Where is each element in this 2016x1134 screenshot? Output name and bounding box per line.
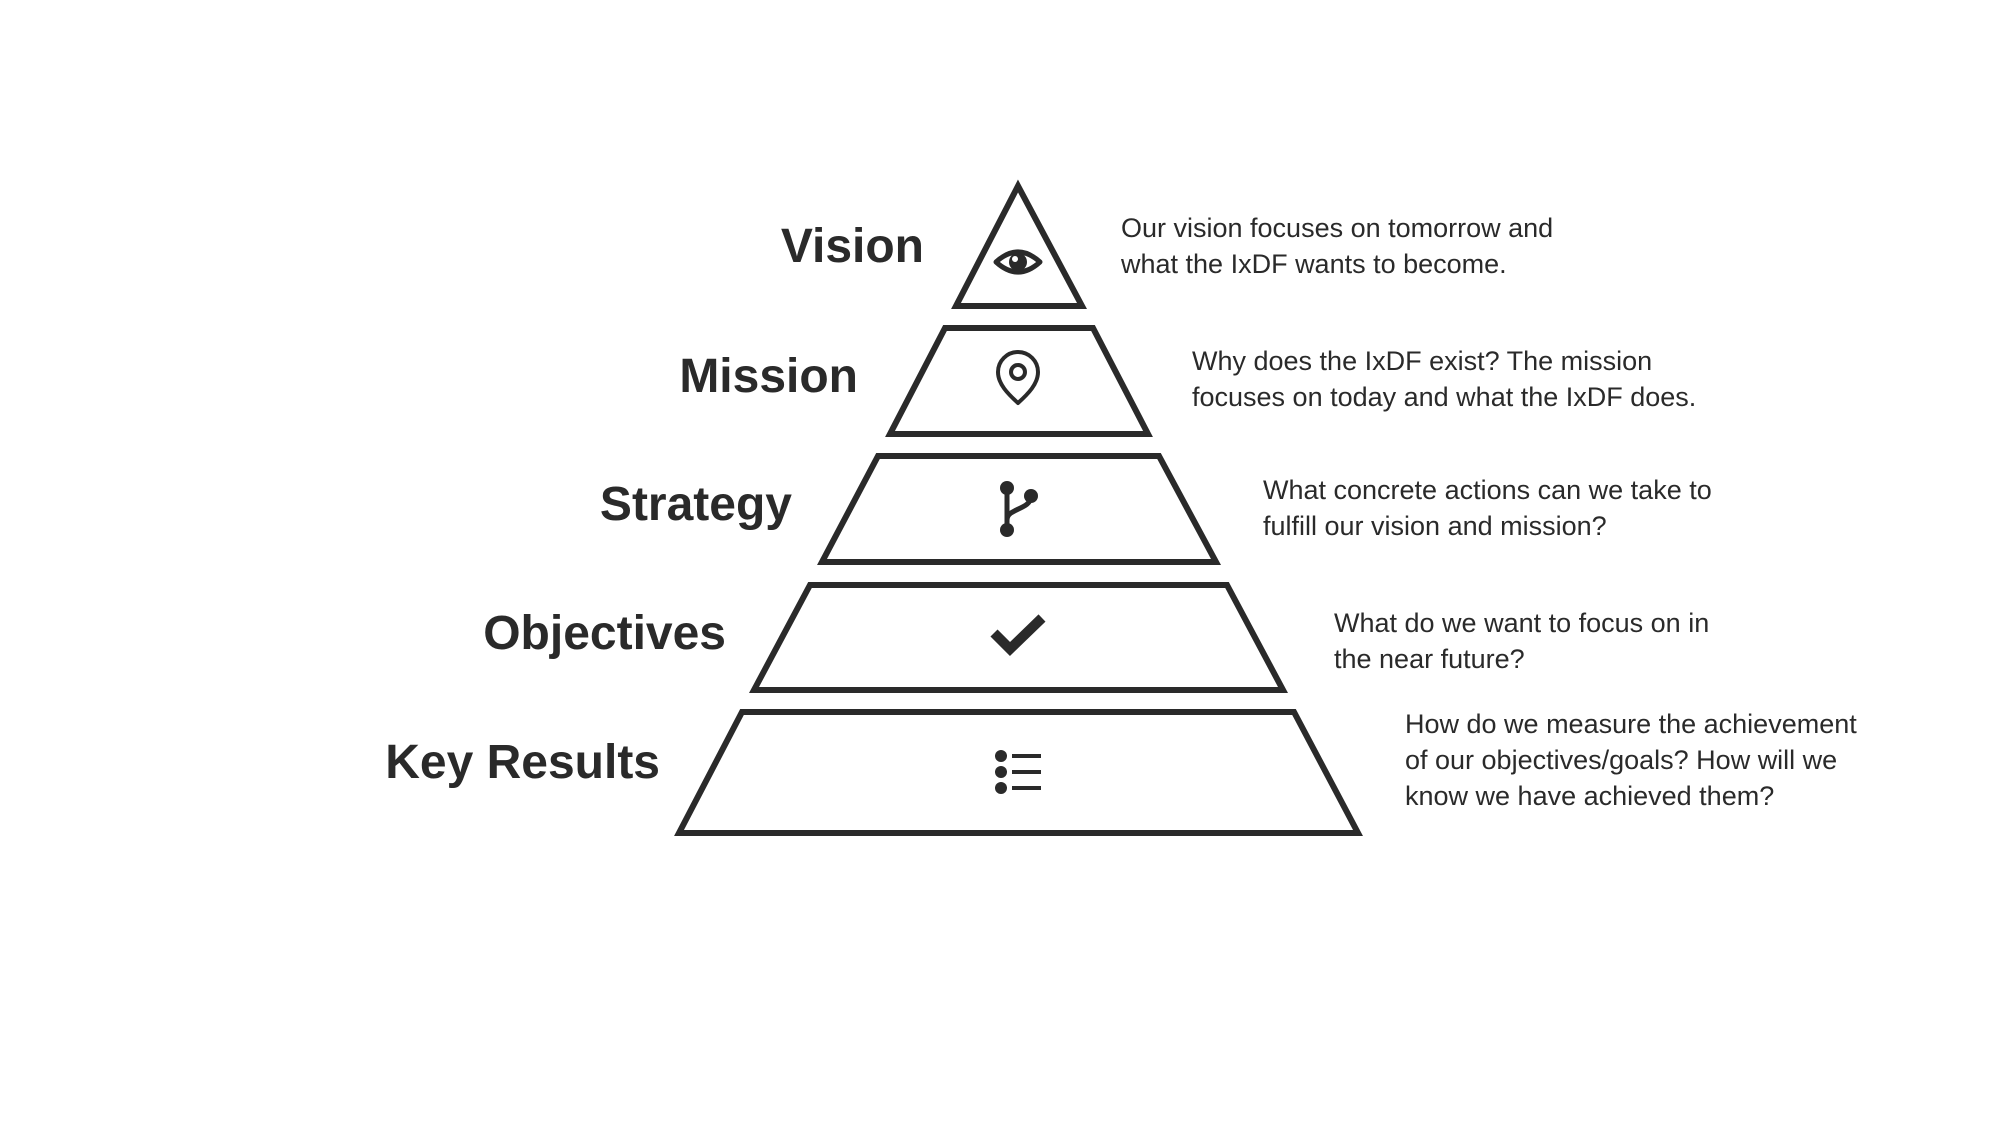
description-line: know we have achieved them? <box>1405 781 1775 811</box>
level-description-vision: Our vision focuses on tomorrow and what … <box>1121 210 1553 282</box>
description-line: focuses on today and what the IxDF does. <box>1192 382 1697 412</box>
description-line: Why does the IxDF exist? The mission <box>1192 346 1653 376</box>
description-line: What do we want to focus on in <box>1334 608 1710 638</box>
checkmark-icon <box>990 614 1046 657</box>
description-line: Our vision focuses on tomorrow and <box>1121 213 1554 243</box>
level-description-strategy: What concrete actions can we take to ful… <box>1263 472 1712 544</box>
description-line: the near future? <box>1334 644 1525 674</box>
pyramid-tier-vision <box>951 179 1087 309</box>
description-line: fulfill our vision and mission? <box>1263 511 1607 541</box>
level-description-mission: Why does the IxDF exist? The mission foc… <box>1192 343 1696 415</box>
level-label-objectives: Objectives <box>483 607 726 660</box>
description-line: What concrete actions can we take to <box>1263 475 1712 505</box>
level-label-key-results: Key Results <box>385 736 660 789</box>
level-description-objectives: What do we want to focus on in the near … <box>1334 605 1709 677</box>
pyramid-tier-mission <box>885 325 1153 437</box>
location-pin-icon <box>996 350 1040 405</box>
eye-icon <box>993 249 1043 275</box>
branch-icon <box>1000 481 1038 537</box>
level-label-vision: Vision <box>780 220 924 273</box>
level-label-strategy: Strategy <box>599 478 792 531</box>
description-line: How do we measure the achievement <box>1405 709 1857 739</box>
description-line: of our objectives/goals? How will we <box>1405 745 1838 775</box>
description-line: what the IxDF wants to become. <box>1121 249 1507 279</box>
level-description-key-results: How do we measure the achievement of our… <box>1405 706 1857 814</box>
level-label-mission: Mission <box>679 350 858 403</box>
list-icon <box>995 750 1041 794</box>
